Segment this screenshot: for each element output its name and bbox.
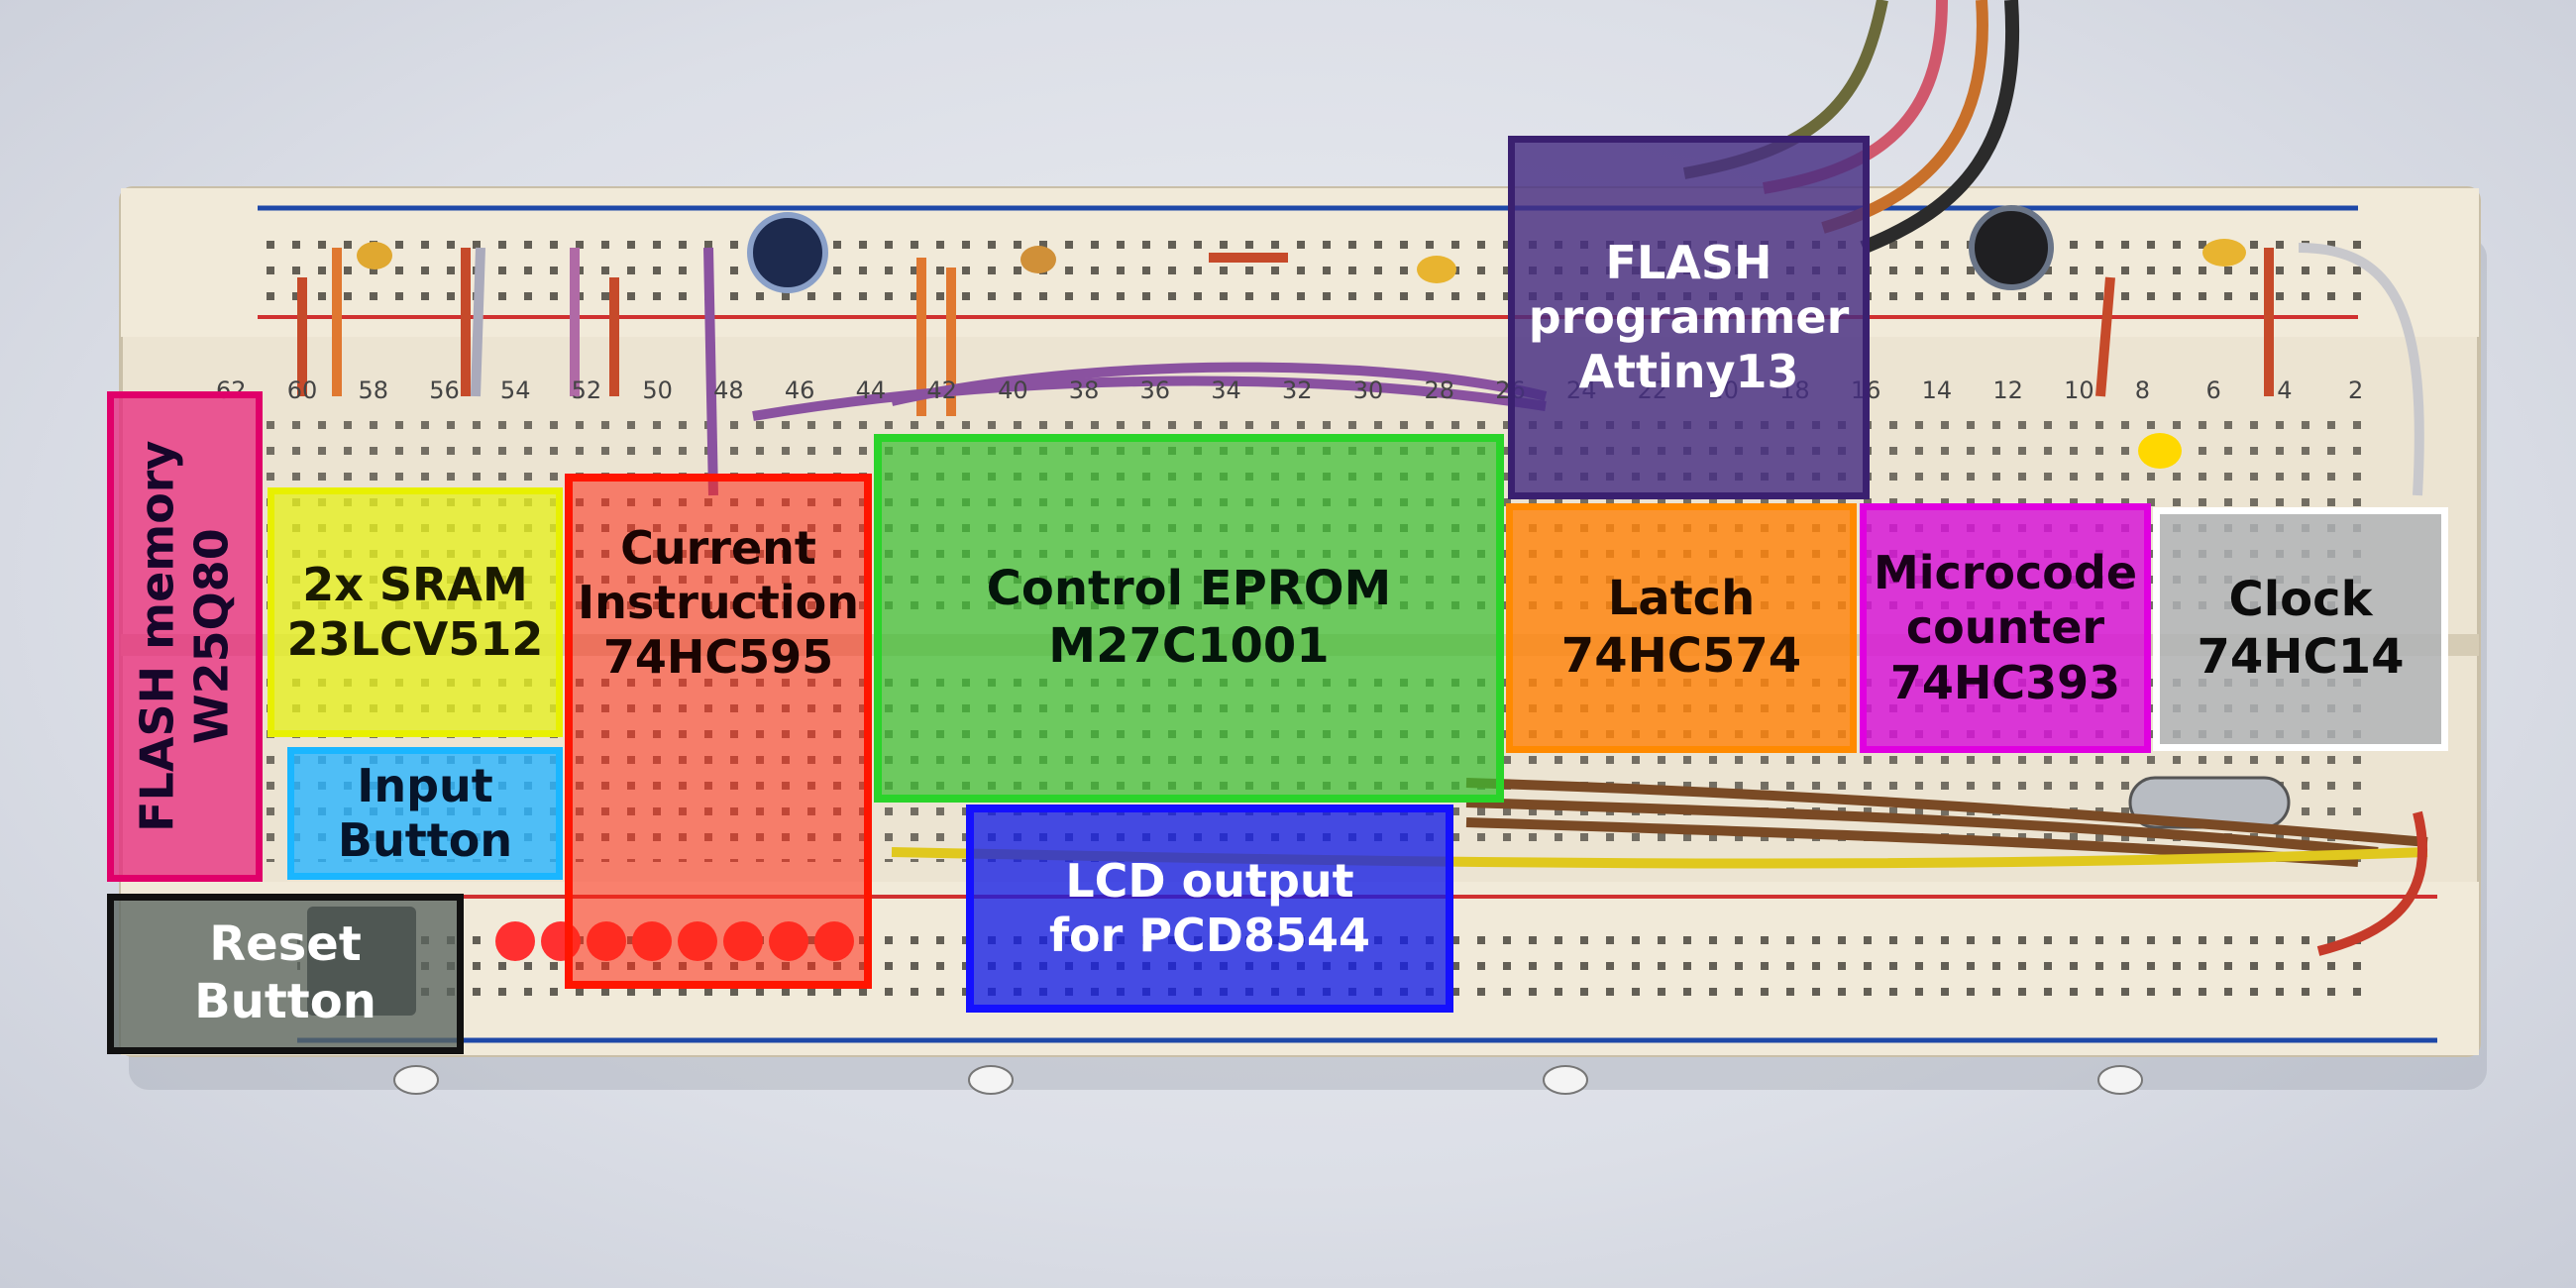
current-instruction-label: Current Instruction 74HC595 [565,474,872,989]
flash-programmer-label: FLASH programmer Attiny13 [1508,136,1870,499]
column-number: 12 [1992,376,2023,404]
ceramic-capacitor [1020,246,1056,273]
clock-label: Clock 74HC14 [2153,507,2448,751]
column-number: 42 [926,376,957,404]
column-number: 10 [2064,376,2094,404]
column-number: 44 [855,376,887,404]
board-foot [1543,1065,1588,1095]
column-number: 36 [1139,376,1171,404]
column-number: 30 [1352,376,1384,404]
latch-line2: 74HC574 [1560,628,1802,684]
electrolytic-capacitor [747,212,828,293]
lcd-output-label: LCD output for PCD8544 [966,805,1453,1013]
ceramic-capacitor [357,242,392,269]
column-number: 38 [1068,376,1100,404]
control-eprom-line2: M27C1001 [1048,618,1330,674]
column-number: 6 [2205,376,2221,404]
electrolytic-capacitor [1969,205,2054,290]
microcode-counter-line3: 74HC393 [1889,655,2121,709]
yellow-led [2138,433,2182,469]
input-button-line2: Button [337,813,513,867]
column-number: 54 [499,376,531,404]
column-number: 28 [1424,376,1454,404]
column-number: 34 [1211,376,1241,404]
latch-line1: Latch [1607,571,1756,627]
input-button-line1: Input [357,758,493,812]
ceramic-capacitor [2202,239,2246,267]
microcode-counter-line2: counter [1905,600,2105,655]
column-number: 52 [571,376,602,404]
flash-programmer-line2: programmer [1528,289,1850,344]
sram-label: 2x SRAM 23LCV512 [268,487,563,737]
column-number: 48 [713,376,744,404]
cable-wire [1860,0,2020,255]
microcode-counter-label: Microcode counter 74HC393 [1860,503,2151,753]
jumper-wires [297,243,2428,956]
sram-line2: 23LCV512 [286,612,544,666]
column-number: 46 [784,376,815,404]
column-number: 50 [642,376,673,404]
clock-line1: Clock [2228,572,2373,628]
control-eprom-label: Control EPROM M27C1001 [874,434,1504,803]
input-button-label: Input Button [287,747,563,880]
flash-memory-line1: FLASH memory [130,440,184,833]
board-foot [2097,1065,2143,1095]
current-instruction-line1: Current [620,521,816,575]
column-number: 58 [358,376,388,404]
lcd-output-line1: LCD output [1065,853,1354,908]
column-number: 60 [286,376,318,404]
reset-button-line1: Reset [209,916,362,973]
column-number: 4 [2277,376,2293,404]
control-eprom-line1: Control EPROM [986,561,1392,617]
latch-label: Latch 74HC574 [1506,503,1857,753]
column-number: 56 [429,376,460,404]
reset-button-line2: Button [194,974,376,1029]
flash-memory-line2: W25Q80 [184,528,239,745]
ceramic-capacitor [1417,256,1456,283]
flash-programmer-line1: FLASH [1605,235,1772,289]
column-number: 32 [1282,376,1313,404]
column-number: 8 [2134,376,2151,404]
sram-line1: 2x SRAM [302,557,528,611]
reset-button-label: Reset Button [107,894,464,1054]
microcode-counter-line1: Microcode [1873,546,2138,600]
flash-programmer-line3: Attiny13 [1578,345,1799,399]
board-foot [393,1065,439,1095]
current-instruction-line3: 74HC595 [602,630,834,685]
flash-memory-label: FLASH memory W25Q80 [107,391,263,882]
column-number: 2 [2348,376,2364,404]
column-number: 14 [1921,376,1953,404]
column-number: 40 [998,376,1028,404]
board-foot [968,1065,1014,1095]
current-instruction-line2: Instruction [577,576,860,630]
clock-line2: 74HC14 [2197,629,2405,685]
lcd-output-line2: for PCD8544 [1049,909,1370,962]
